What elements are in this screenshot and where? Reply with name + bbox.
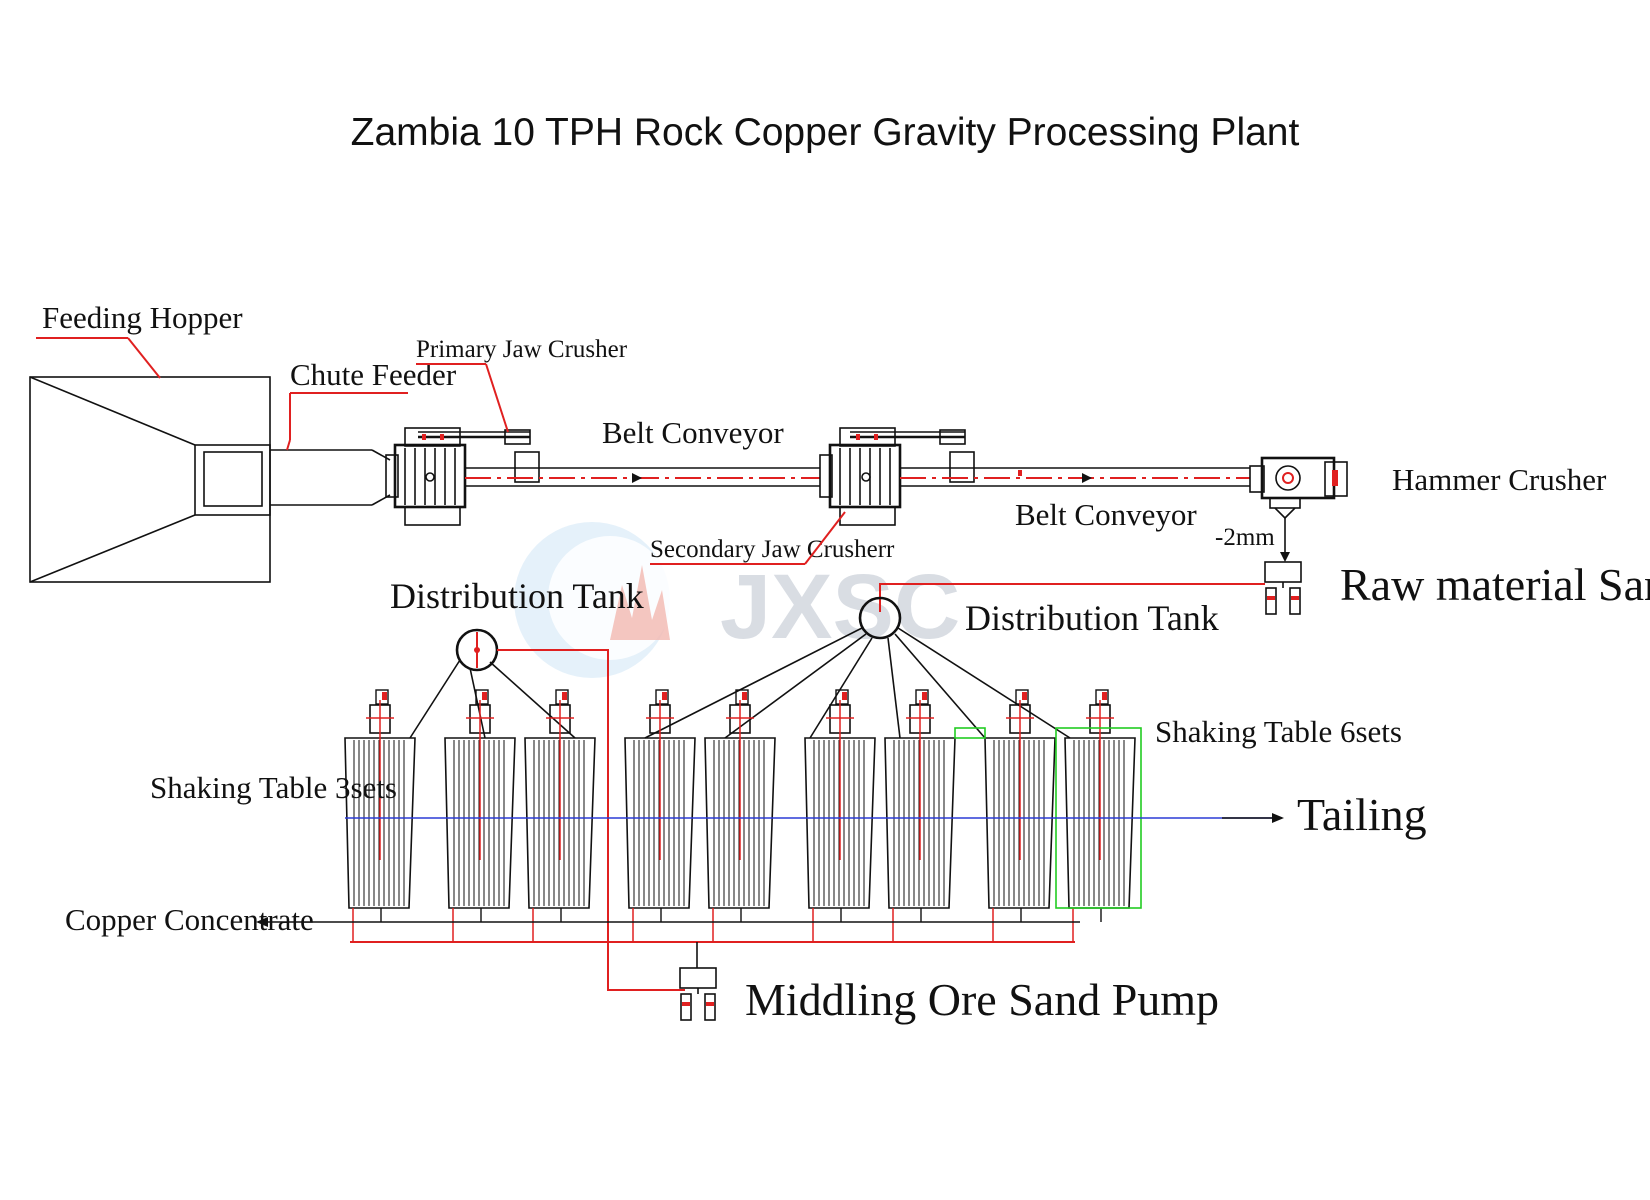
shaking-table [984,689,1056,942]
label-secondary-jaw-crusher: Secondary Jaw Crusherr [650,536,895,563]
shaking-table [1064,689,1136,942]
shaking-table [344,689,416,942]
shaking-table [624,689,696,942]
watermark: JXSC [514,522,960,678]
label-middling-ore-sand-pump: Middling Ore Sand Pump [745,974,1219,1025]
shaking-tables [344,689,1136,942]
shaking-table [444,689,516,942]
distribution-tank-right [858,596,902,640]
label-shaking-table-3sets: Shaking Table 3sets [150,770,397,805]
jxsc-logo-icon [514,522,672,678]
raw-material-sand-pump [1264,561,1302,615]
label-primary-jaw-crusher: Primary Jaw Crusher [416,336,628,363]
label-shaking-table-6sets: Shaking Table 6sets [1155,714,1402,749]
shaking-table [704,689,776,942]
shaking-table [524,689,596,942]
label-tailing: Tailing [1297,789,1427,840]
primary-jaw-crusher [385,427,540,526]
label-size-2mm: -2mm [1215,524,1275,551]
label-raw-material-sand-pump: Raw material Sand Pump [1340,559,1650,610]
label-hammer-crusher: Hammer Crusher [1392,462,1607,497]
label-copper-concentrate: Copper Concentrate [65,902,314,937]
hammer-crusher [1249,456,1348,519]
shaking-table [804,689,876,942]
belt-conveyor-1 [465,467,820,487]
label-chute-feeder: Chute Feeder [290,357,457,392]
secondary-jaw-crusher [819,427,975,526]
diagram-title: Zambia 10 TPH Rock Copper Gravity Proces… [351,111,1300,154]
middling-ore-sand-pump [679,967,717,1021]
label-belt-conveyor-2: Belt Conveyor [1015,497,1197,532]
label-distribution-tank-right: Distribution Tank [965,598,1219,638]
watermark-text: JXSC [720,556,960,658]
chute-feeder [270,449,391,506]
label-belt-conveyor-1: Belt Conveyor [602,415,784,450]
feeding-hopper [29,376,271,583]
label-distribution-tank-left: Distribution Tank [390,576,644,616]
shaking-table [884,689,956,942]
distribution-lines [409,627,1071,739]
belt-conveyor-2 [900,467,1250,487]
distribution-tank-left [455,628,499,672]
label-feeding-hopper: Feeding Hopper [42,300,243,335]
